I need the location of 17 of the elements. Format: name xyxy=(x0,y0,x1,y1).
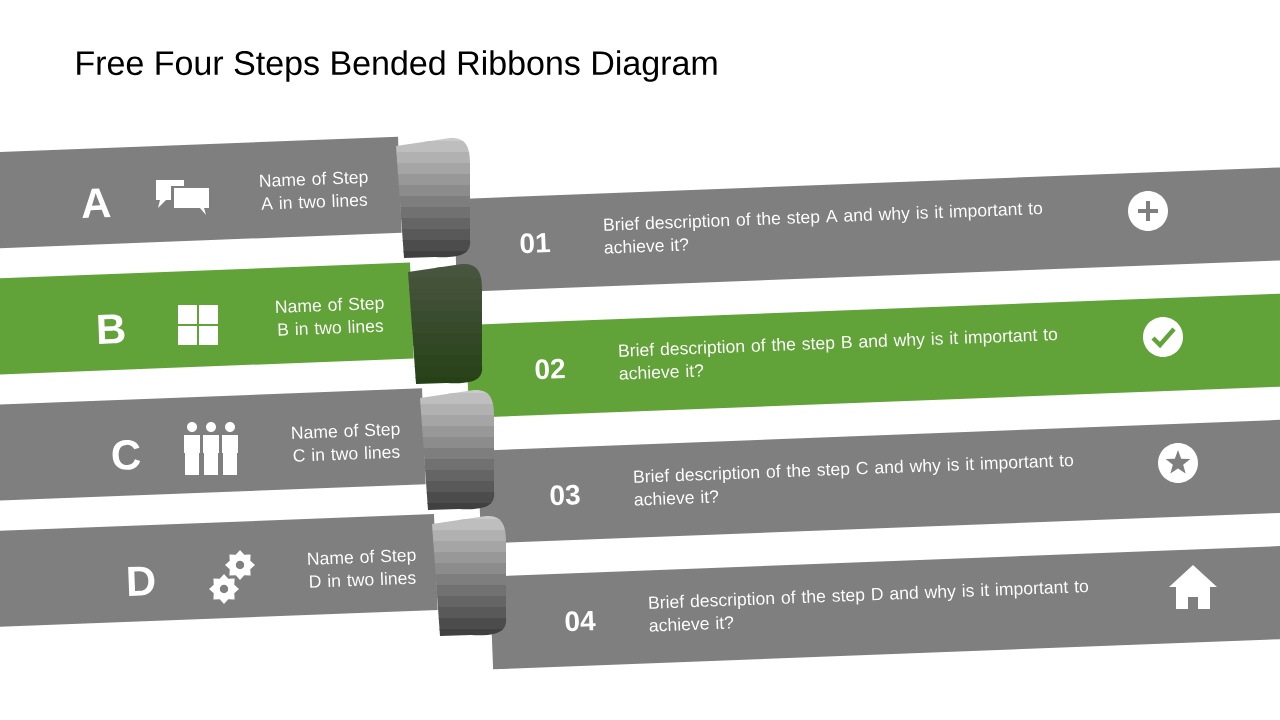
step-name: Name of Step B in two lines xyxy=(276,297,384,336)
step-number: 03 xyxy=(550,484,580,506)
step-letter: A xyxy=(82,188,111,218)
step-description: Brief description of the step B and why is it important to achieve it? xyxy=(619,329,1058,380)
step-number: 02 xyxy=(535,358,565,380)
step-description: Brief description of the step C and why is it important to achieve it? xyxy=(634,455,1074,506)
step-letter: D xyxy=(128,566,155,596)
title: Free Four Steps Bended Ribbons Diagram xyxy=(77,50,717,82)
step-number: 01 xyxy=(520,232,551,254)
step-letter: B xyxy=(98,314,125,344)
step-name: Name of Step C in two lines xyxy=(292,423,400,462)
step-description: Brief description of the step D and why is it important to achieve it? xyxy=(649,581,1089,632)
step-name: Name of Step A in two lines xyxy=(260,171,368,210)
step-number: 04 xyxy=(565,610,596,632)
step-letter: C xyxy=(112,440,141,470)
step-name: Name of Step D in two lines xyxy=(308,549,416,588)
step-description: Brief description of the step A and why is it important to achieve it? xyxy=(604,203,1043,254)
